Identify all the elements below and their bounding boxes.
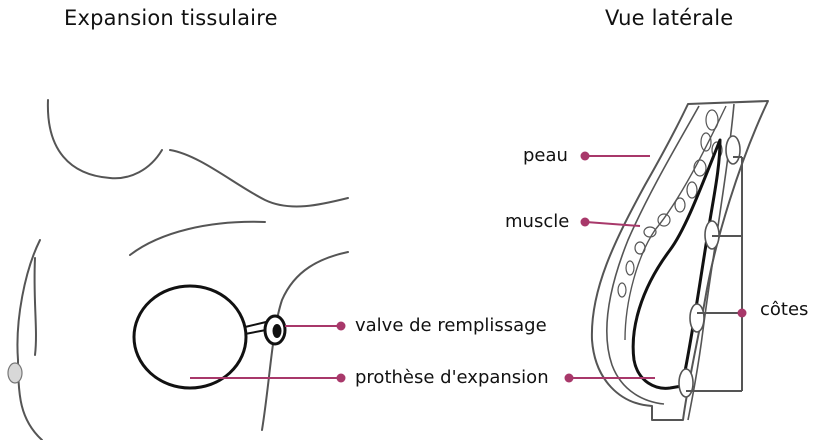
expander-implant [134, 286, 246, 388]
fill-valve-core [273, 324, 282, 338]
skin-leader [581, 152, 651, 161]
nipple-shape [8, 363, 22, 383]
fill-tube [245, 322, 266, 334]
ribs-leader-dot [738, 309, 747, 318]
valve-label: valve de remplissage [355, 316, 547, 336]
valve-leader [285, 322, 346, 331]
ribs-label: côtes [760, 300, 808, 320]
skin-label: peau [523, 146, 568, 166]
prosthesis-label: prothèse d'expansion [355, 368, 549, 388]
muscle-label: muscle [505, 212, 569, 232]
